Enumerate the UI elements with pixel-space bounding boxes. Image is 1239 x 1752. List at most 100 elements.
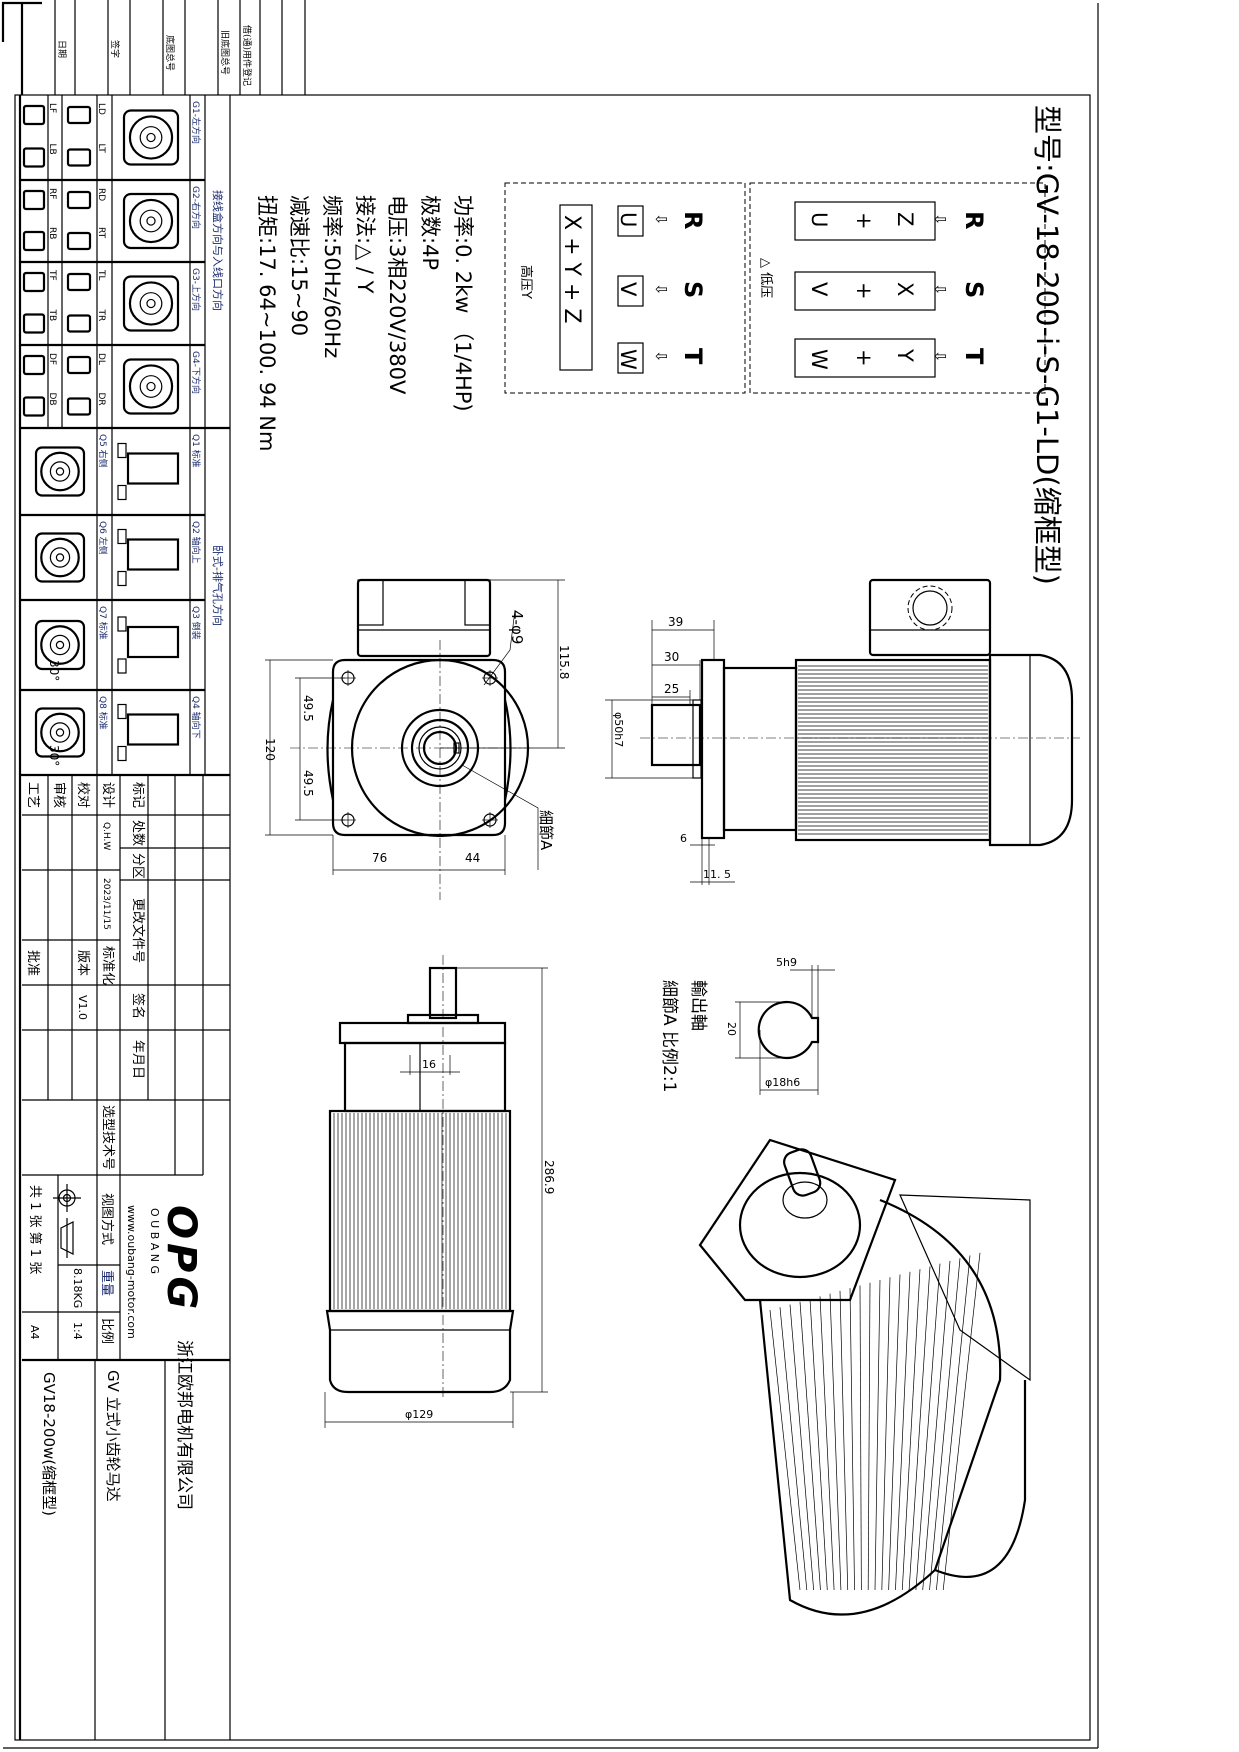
flange-outline xyxy=(122,109,180,166)
orientation-heading: 卧式-排气孔方向 xyxy=(211,545,225,626)
mounting-group-label: G4-下方向 xyxy=(190,351,202,394)
star-point: X + Y + Z xyxy=(559,215,584,323)
terminal-box-icon xyxy=(66,148,92,167)
header-count: 处数 xyxy=(130,820,145,846)
flange-outline xyxy=(34,619,86,671)
approve-label: 批准 xyxy=(25,950,40,976)
flange-circle xyxy=(40,712,80,753)
first-angle-projection-icon xyxy=(53,1184,81,1258)
terminal-box-icon xyxy=(22,230,46,252)
design-date: 2023/11/15 xyxy=(101,878,111,930)
side-view: 39 30 25 φ50h7 6 11. 5 xyxy=(605,578,1080,885)
shaft-circle xyxy=(55,728,65,737)
flange-circle xyxy=(40,625,80,665)
standardization-label: 标准化 xyxy=(100,946,115,985)
arrow-icon: ⇩ xyxy=(652,283,670,296)
dim-shaft-height-20: 20 xyxy=(725,1022,738,1036)
mounting-code: TF xyxy=(47,269,57,281)
phase-r: R xyxy=(679,211,707,229)
mount-base-icon xyxy=(117,616,127,632)
shaft-detail: 5h9 20 φ18h6 輸出軸 細節A 比例2:1 xyxy=(659,956,835,1095)
terminal-v: V xyxy=(616,282,640,297)
arrow-icon: ⇩ xyxy=(931,350,949,363)
orientation-label: Q2 轴向上 xyxy=(190,521,202,564)
motor-side-icon xyxy=(126,452,180,485)
orientation-label: Q3 倒装 xyxy=(190,606,202,640)
terminal-box-icon xyxy=(66,190,92,210)
cooling-fin xyxy=(839,1290,849,1591)
arrow-icon: ⇩ xyxy=(931,283,949,296)
cooling-fin xyxy=(915,1263,941,1591)
rev-sign-label: 签字 xyxy=(109,40,121,58)
flange-outline xyxy=(34,532,86,583)
flange-circle xyxy=(128,198,174,244)
weight-label: 重量 xyxy=(99,1270,115,1296)
terminal-box-icon xyxy=(66,231,92,251)
model-title: 型号:GV-18-200-i-S-G1-LD(缩框型) xyxy=(1030,105,1064,585)
mounting-code: DF xyxy=(47,353,57,365)
terminal-pair-box xyxy=(794,338,936,378)
terminal-box-icon xyxy=(66,105,92,125)
dim-pilot-phi50h7: φ50h7 xyxy=(612,712,625,747)
dim-30: 30 xyxy=(664,650,679,664)
cooling-fin xyxy=(829,1293,842,1591)
cooling-fin xyxy=(859,1285,862,1591)
hub-circle xyxy=(49,722,71,743)
dim-39: 39 xyxy=(668,615,683,629)
motor-side-icon xyxy=(126,713,180,746)
terminal-box-icon xyxy=(66,355,92,375)
plus-sign: + xyxy=(852,349,876,367)
detail-a-callout: 細節A xyxy=(537,810,555,851)
version-label: 版本 xyxy=(75,950,90,976)
shaft-circle xyxy=(146,216,156,226)
arrow-icon: ⇩ xyxy=(652,350,670,363)
header-change-doc: 更改文件号 xyxy=(130,898,145,963)
revision-header: 日期 签字 底图总号 旧底图总号 借(通)用件登记 xyxy=(54,0,306,95)
terminal-u: U xyxy=(616,212,640,227)
plus-sign: + xyxy=(852,212,876,230)
spec-voltage: 电压:3相220V/380V xyxy=(385,195,409,395)
dim-lower-49-5: 49.5 xyxy=(301,770,315,797)
version-value: V1.0 xyxy=(76,995,89,1020)
opg-logo: OPG xyxy=(158,1205,204,1313)
cooling-fin xyxy=(942,1252,981,1591)
spec-connection: 接法:△ / Y xyxy=(353,195,377,294)
shaft-circle xyxy=(55,553,65,562)
terminal-v: V xyxy=(807,282,831,297)
role-check: 校对 xyxy=(75,782,91,808)
mounting-group-label: G3-上方向 xyxy=(190,268,202,311)
wiring-high-voltage: 高压Y R⇩US⇩VT⇩W X + Y + Z xyxy=(504,182,746,394)
cooling-fin xyxy=(779,1307,808,1591)
cooling-fin xyxy=(849,1288,855,1591)
hub-circle xyxy=(139,292,163,315)
mount-base-icon xyxy=(117,484,127,501)
website: www.oubang-motor.com xyxy=(125,1205,138,1339)
orientation-side-label: Q5 右侧 xyxy=(97,434,109,468)
role-review: 审核 xyxy=(51,782,66,808)
dim-holes-4-phi9: 4-φ9 xyxy=(508,610,526,644)
dim-diameter-phi129: φ129 xyxy=(405,1408,433,1421)
dim-length-286-9: 286.9 xyxy=(542,1160,556,1194)
flange-circle xyxy=(40,537,80,578)
terminal-box-icon xyxy=(22,147,46,168)
header-sign: 签名 xyxy=(130,993,146,1019)
cooling-fin xyxy=(888,1274,901,1591)
flange-circle xyxy=(40,451,80,492)
mount-base-icon xyxy=(117,570,127,587)
hub-circle xyxy=(49,547,71,568)
cooling-fin xyxy=(799,1301,821,1591)
mount-base-icon xyxy=(117,703,127,720)
cooling-fin xyxy=(874,1279,881,1591)
designer-name: Q.H.W xyxy=(101,822,111,850)
mounting-code: RB xyxy=(47,227,57,239)
brand-subtitle: O U B A N G xyxy=(148,1208,161,1274)
motor-side-icon xyxy=(126,538,180,571)
terminal-box xyxy=(617,275,644,307)
flange-circle xyxy=(128,364,174,409)
shaft-circle xyxy=(55,467,65,476)
mounting-code: LD xyxy=(96,103,106,115)
terminal-pair-box xyxy=(794,201,936,241)
terminal-box-icon xyxy=(22,396,46,417)
dim-height-115-8: 115.8 xyxy=(557,645,571,679)
mounting-code: LB xyxy=(47,144,57,155)
